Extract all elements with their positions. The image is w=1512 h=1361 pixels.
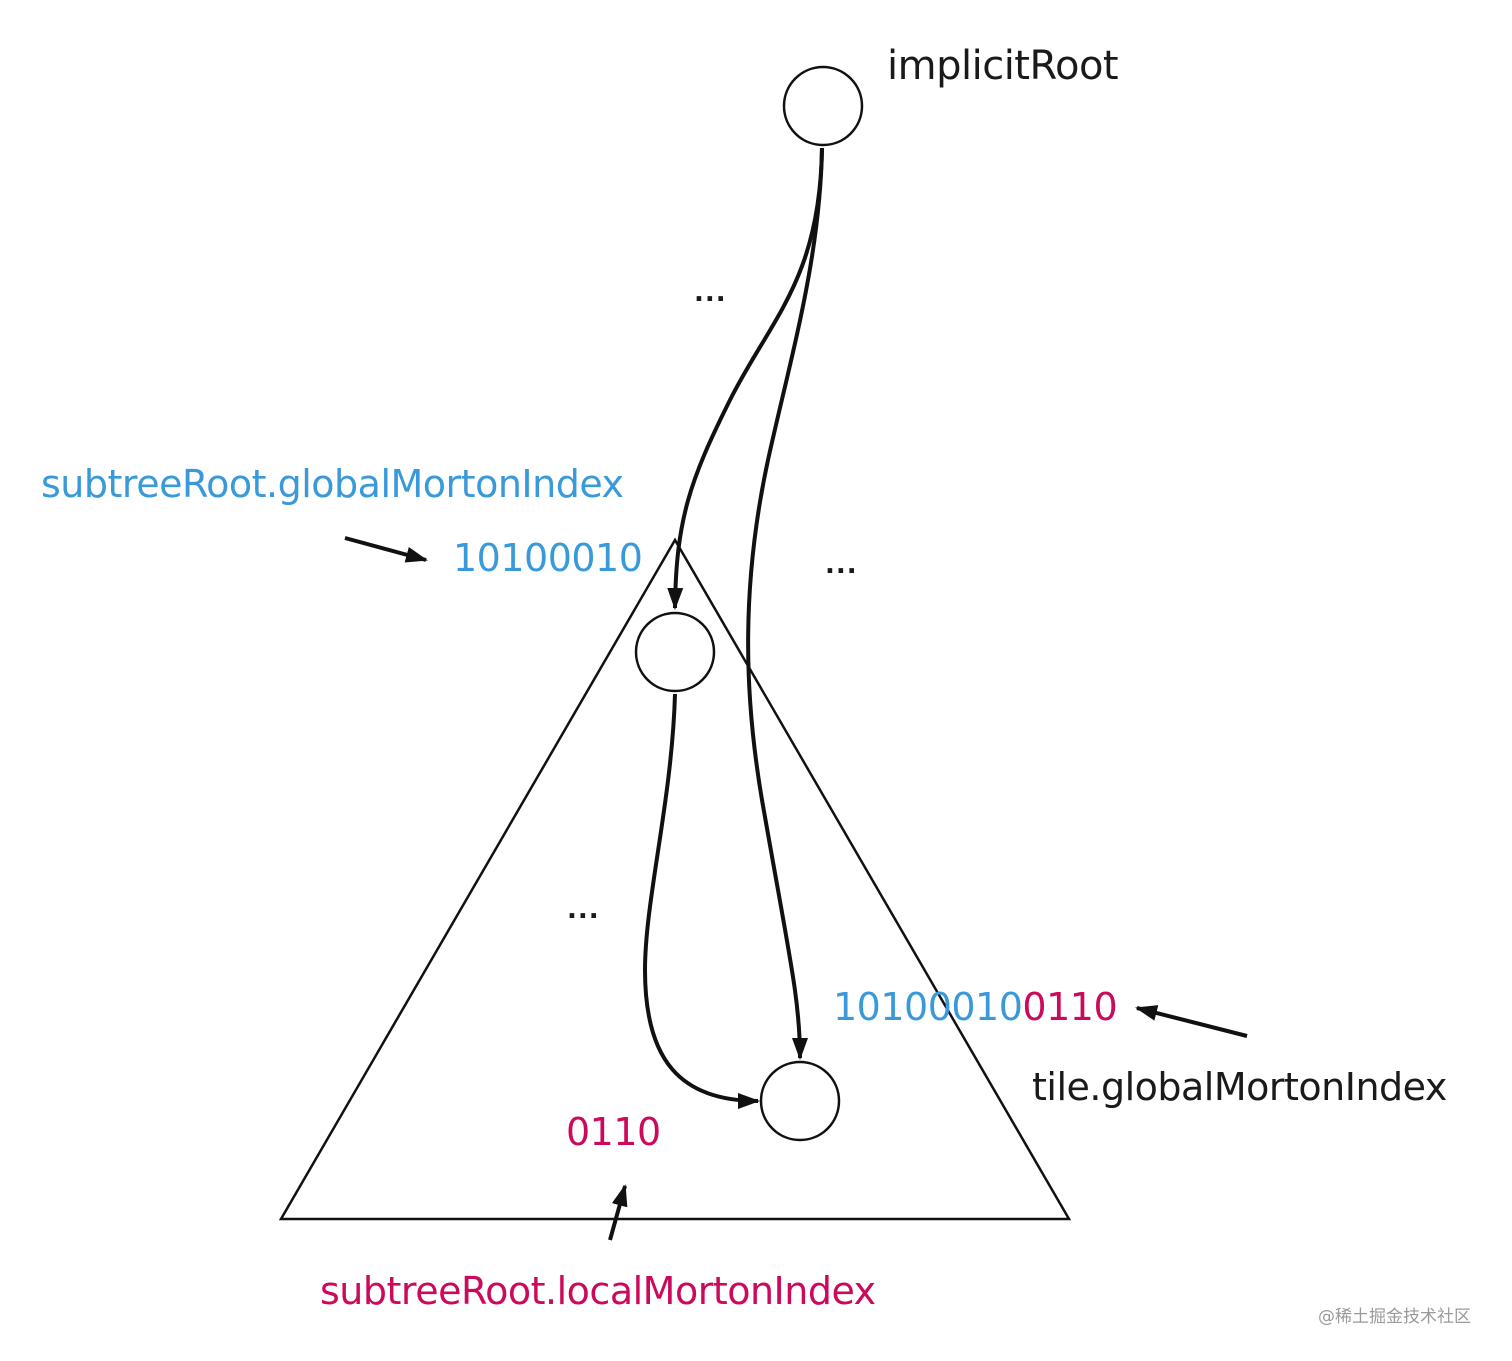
implicit-root-label: implicitRoot <box>887 43 1119 89</box>
arrow-to-subtree-global <box>344 536 428 563</box>
tile-global-index-suffix: 0110 <box>1022 985 1118 1029</box>
edge-subtree-root-to-tile <box>642 693 760 1109</box>
watermark: @稀土掘金技术社区 <box>1318 1307 1471 1327</box>
subtree-global-index-title: subtreeRoot.globalMortonIndex <box>41 462 624 506</box>
ellipsis-inside: ... <box>567 895 600 925</box>
local-index-value: 0110 <box>566 1110 661 1154</box>
subtree-global-index-value: 10100010 <box>453 536 643 580</box>
ellipsis-top: ... <box>694 278 727 308</box>
tile-global-index-value: 101000100110 <box>833 985 1118 1029</box>
edge-root-to-subtree-root <box>667 147 824 610</box>
local-index-title: subtreeRoot.localMortonIndex <box>320 1269 876 1313</box>
edge-root-to-tile <box>746 147 824 1060</box>
tile-node <box>759 1060 841 1142</box>
arrow-to-tile-global <box>1135 1005 1248 1038</box>
ellipsis-right: ... <box>825 550 858 580</box>
arrow-to-local <box>608 1184 628 1241</box>
tile-global-index-title: tile.globalMortonIndex <box>1032 1065 1447 1109</box>
implicit-root-node <box>782 65 864 147</box>
subtree-triangle <box>278 537 1072 1221</box>
subtree-root-node <box>634 611 716 693</box>
tile-global-index-prefix: 10100010 <box>833 985 1023 1029</box>
